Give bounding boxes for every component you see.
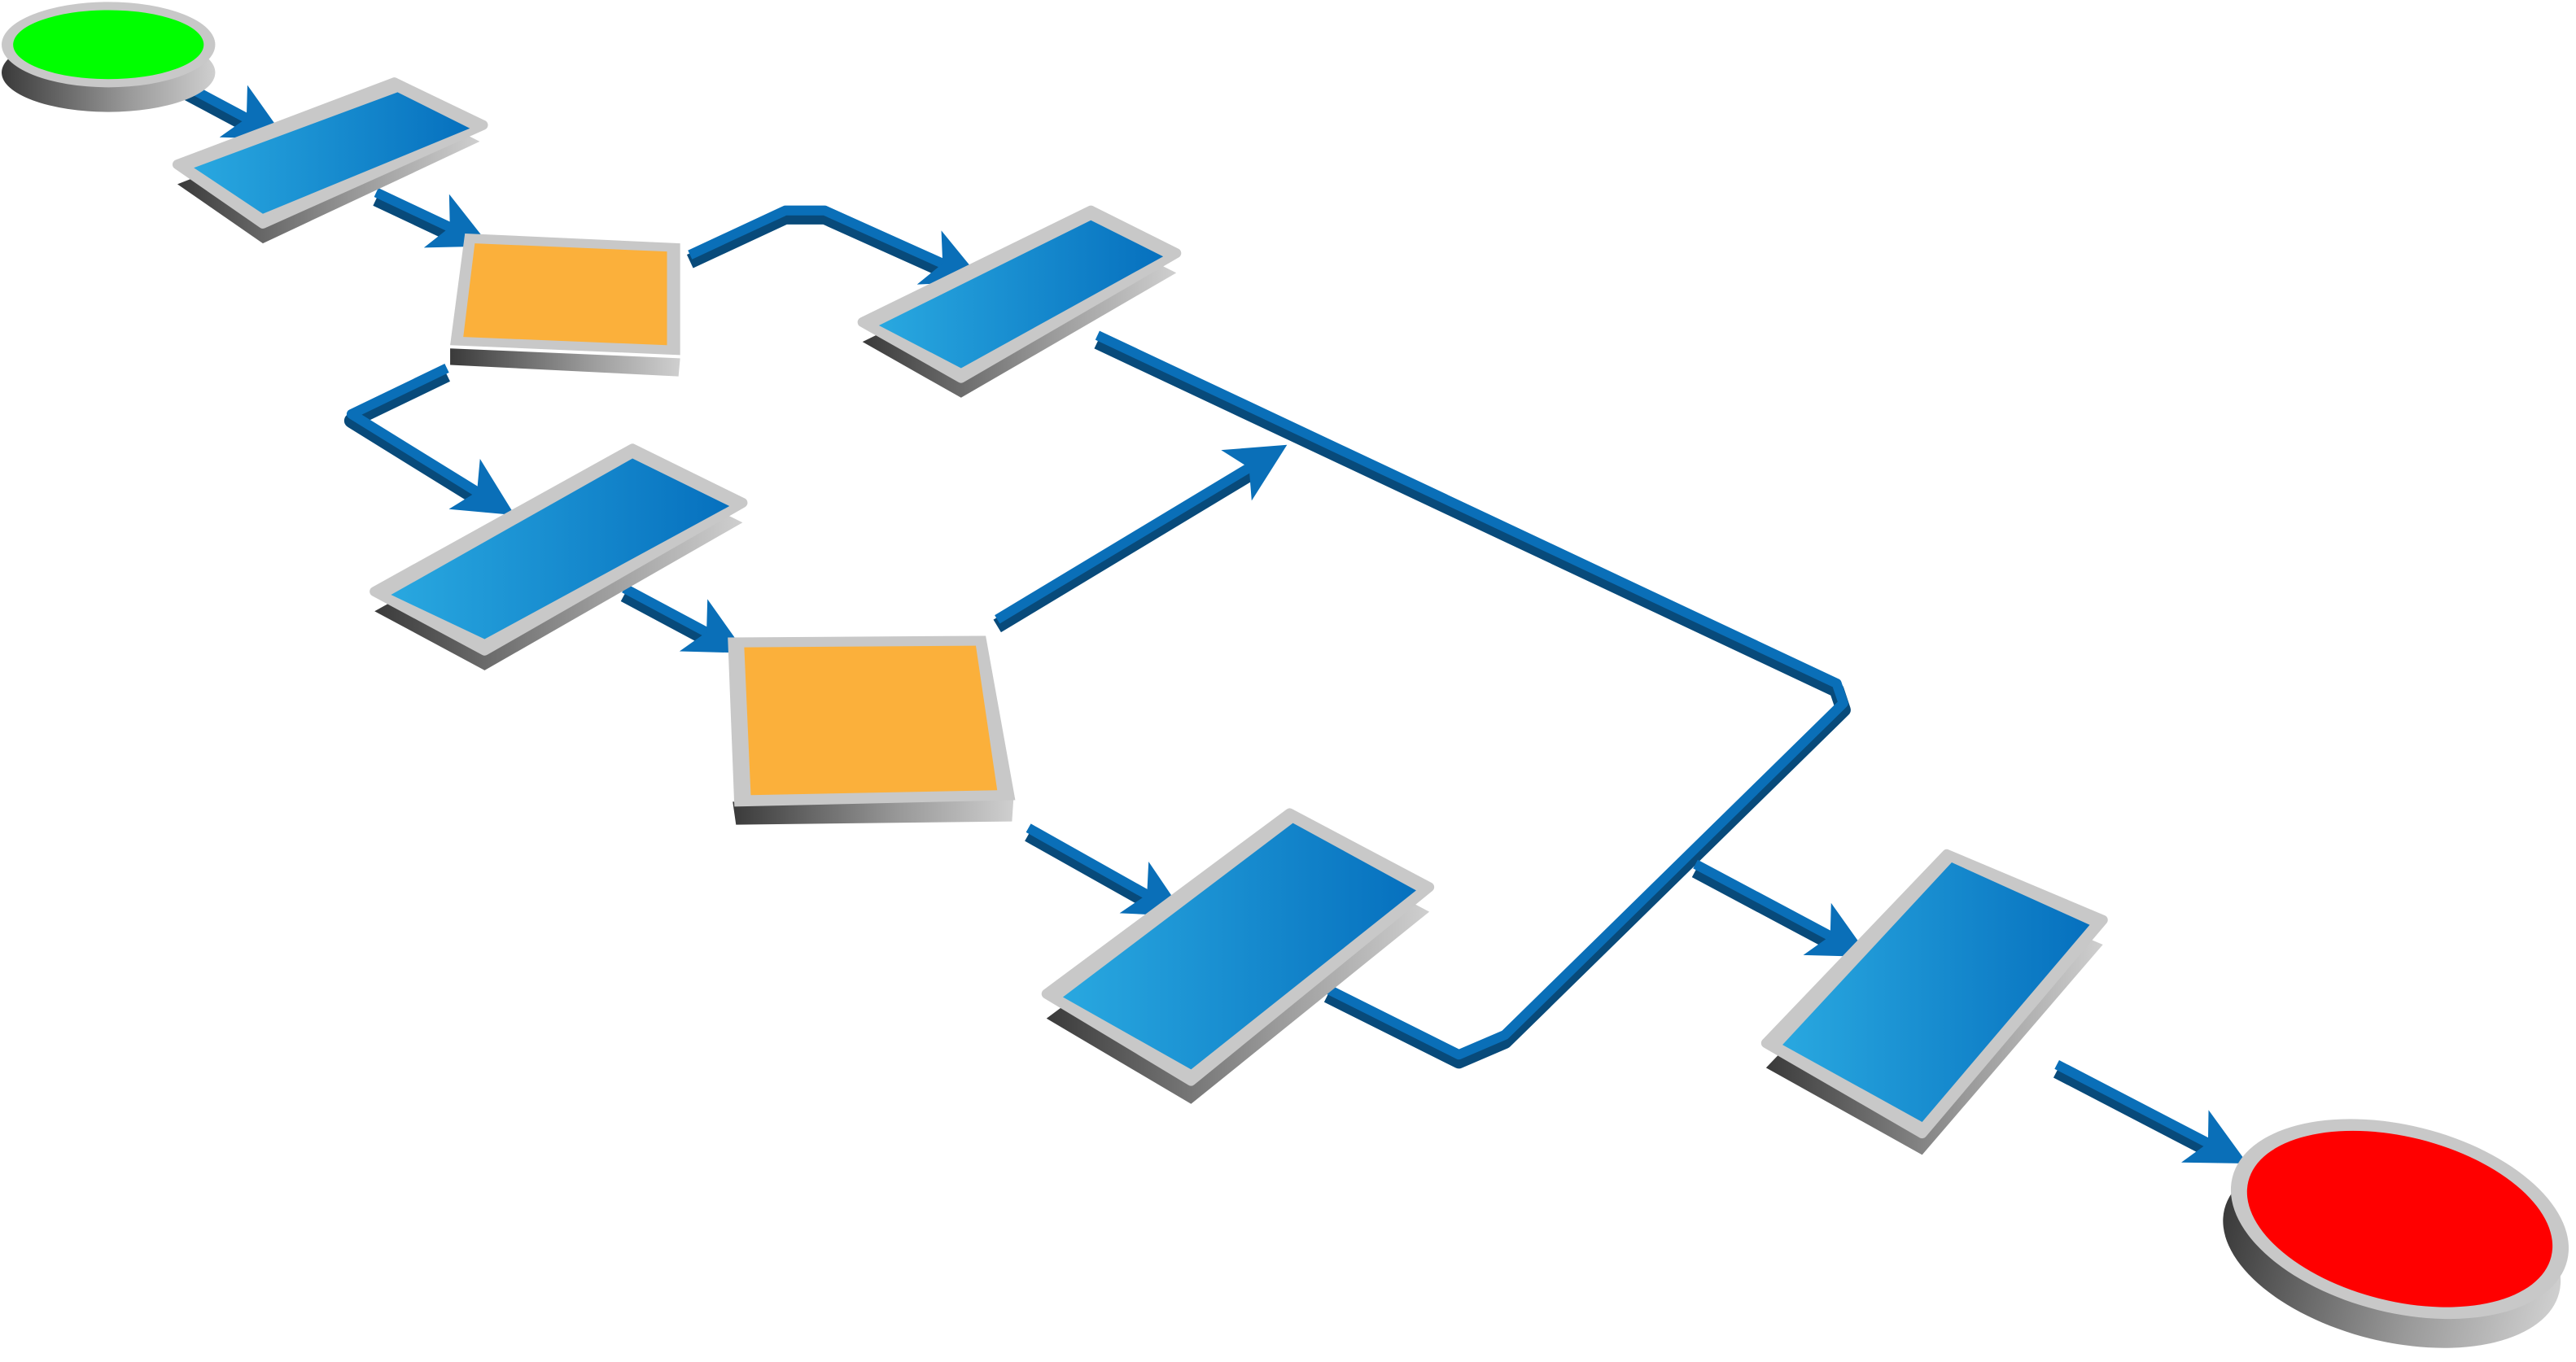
connector-to-process-5 — [1693, 859, 1870, 958]
process-5 — [1760, 849, 2108, 1155]
connector-process-3-to-decision-2 — [622, 583, 746, 653]
connector-decision-1-to-process-3 — [346, 364, 515, 516]
process-1 — [172, 77, 488, 244]
process-4 — [1041, 808, 1435, 1104]
connector-loop-to-process-4 — [1095, 330, 1848, 1060]
connector-decision-2-up — [995, 444, 1288, 624]
decision-1 — [450, 233, 680, 377]
decision-2 — [728, 635, 1016, 825]
connector-process-5-to-end — [2054, 1059, 2248, 1164]
process-2 — [857, 205, 1182, 398]
connectors — [182, 81, 2248, 1164]
start-terminator — [2, 2, 216, 112]
connector-decision-2-to-process-4 — [1026, 823, 1186, 917]
connector-decision-1-to-process-2 — [688, 205, 983, 285]
connector-process-1-to-decision-1 — [374, 188, 491, 248]
end-terminator — [2223, 1119, 2569, 1348]
process-3 — [370, 443, 748, 670]
